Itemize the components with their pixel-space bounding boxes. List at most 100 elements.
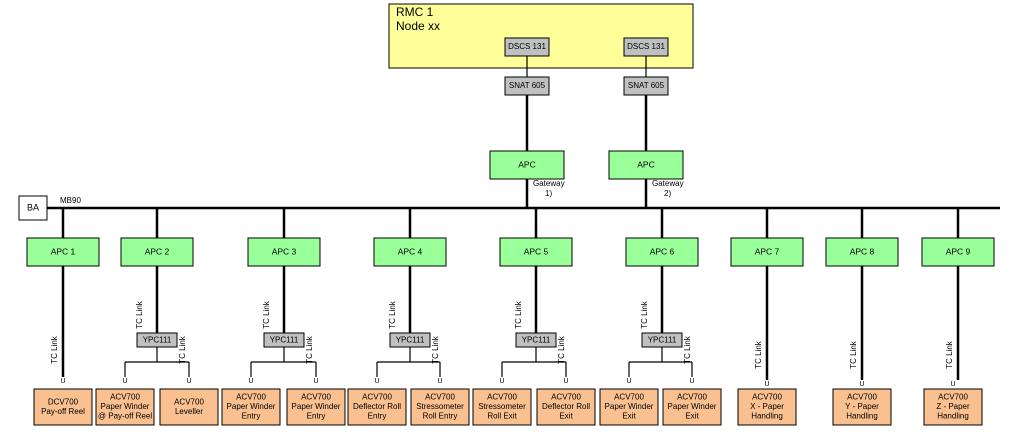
gateway-apc-label: APC (518, 159, 535, 169)
connector-glyph: U (626, 378, 631, 385)
apc-label: APC 9 (946, 246, 971, 256)
gateway-apc-label: APC (637, 159, 654, 169)
drive-label: Z - Paper (936, 402, 970, 411)
drive-label: ACV700 (677, 393, 707, 402)
drive-box (737, 388, 797, 426)
ypc-label: YPC111 (648, 336, 677, 345)
drive-label: ACV700 (938, 393, 968, 402)
apc-label: APC 8 (850, 246, 875, 256)
drive-label: Paper Winder (227, 402, 276, 411)
drive-label: ACV700 (614, 393, 644, 402)
apc-box (730, 237, 804, 267)
drive-label: Paper Winder (101, 402, 150, 411)
drive-label: Handling (937, 412, 969, 421)
apc-box (921, 237, 995, 267)
drive-label: Pay-off Reel (41, 407, 85, 416)
dscs-label: DSCS 131 (508, 42, 546, 51)
connector-glyph: U (248, 378, 253, 385)
drive-label: ACV700 (551, 393, 581, 402)
apc-label: APC 3 (272, 246, 297, 256)
apc-label: APC 4 (398, 246, 423, 256)
tc-link-label: TC Link (305, 335, 314, 364)
drive-box (33, 388, 93, 426)
apc-label: APC 5 (524, 246, 549, 256)
gateway-number: 1) (545, 189, 552, 198)
ypc-label: YPC111 (396, 336, 425, 345)
tc-link-label: TC Link (754, 340, 763, 369)
apc-box (499, 237, 573, 267)
ypc-label: YPC111 (270, 336, 299, 345)
drive-label: Exit (685, 412, 699, 421)
drive-box (410, 388, 470, 426)
rmc-subtitle: Node xx (396, 19, 440, 33)
connector-glyph: U (499, 378, 504, 385)
snat-label: SNAT 605 (509, 81, 546, 90)
drive-box (536, 388, 596, 426)
drive-label: Stressometer (478, 402, 526, 411)
connector-glyph: U (122, 378, 127, 385)
drive-box (599, 388, 659, 426)
snat-label: SNAT 605 (628, 81, 665, 90)
drive-label: Entry (307, 412, 326, 421)
drive-label: ACV700 (236, 393, 266, 402)
tc-link-label: TC Link (514, 300, 523, 329)
drive-label: ACV700 (362, 393, 392, 402)
rmc-title: RMC 1 (396, 5, 434, 19)
apc-box (26, 237, 100, 267)
drive-label: @ Pay-off Reel (98, 412, 152, 421)
connector-glyph: U (60, 378, 65, 385)
drive-label: Handling (751, 412, 783, 421)
drive-label: Paper Winder (668, 402, 717, 411)
ba-label: BA (27, 202, 39, 212)
ypc-label: YPC111 (522, 336, 551, 345)
rmc-node-box (388, 3, 694, 69)
connector-glyph: U (563, 378, 568, 385)
tc-link-label: TC Link (849, 340, 858, 369)
tc-link-label: TC Link (683, 335, 692, 364)
drive-box (221, 388, 281, 426)
gateway-number: 2) (664, 189, 671, 198)
drive-label: Roll Exit (487, 412, 517, 421)
gateway-label: Gateway (533, 179, 565, 188)
drive-box (95, 388, 155, 426)
drive-label: ACV700 (301, 393, 331, 402)
drive-label: ACV700 (847, 393, 877, 402)
apc-box (625, 237, 699, 267)
drive-box (347, 388, 407, 426)
apc-label: APC 6 (650, 246, 675, 256)
drive-box (286, 388, 346, 426)
tc-link-label: TC Link (262, 300, 271, 329)
drive-box (923, 388, 983, 426)
tc-link-label: TC Link (640, 300, 649, 329)
connector-glyph: U (313, 378, 318, 385)
apc-label: APC 7 (755, 246, 780, 256)
tc-link-label: TC Link (135, 300, 144, 329)
dscs-label: DSCS 131 (627, 42, 665, 51)
drive-label: Entry (368, 412, 387, 421)
tc-link-label: TC Link (178, 335, 187, 364)
ypc-label: YPC111 (143, 336, 172, 345)
drive-label: ACV700 (174, 397, 204, 406)
connector-glyph: U (764, 381, 769, 388)
drive-label: Exit (622, 412, 636, 421)
apc-box (247, 237, 321, 267)
gateway-label: Gateway (652, 179, 684, 188)
connector-glyph: U (950, 381, 955, 388)
tc-link-label: TC Link (50, 335, 59, 364)
drive-label: Deflector Roll (353, 402, 401, 411)
connector-glyph: U (186, 378, 191, 385)
drive-box (832, 388, 892, 426)
apc-box (120, 237, 194, 267)
connector-glyph: U (374, 378, 379, 385)
drive-label: X - Paper (750, 402, 784, 411)
drive-label: ACV700 (487, 393, 517, 402)
tc-link-label: TC Link (388, 300, 397, 329)
apc-label: APC 1 (51, 246, 76, 256)
drive-label: DCV700 (48, 397, 79, 406)
mb90-label: MB90 (60, 196, 81, 205)
apc-label: APC 2 (145, 246, 170, 256)
connector-glyph: U (689, 378, 694, 385)
gateway-apc-box (489, 150, 565, 180)
drive-label: Deflector Roll (542, 402, 590, 411)
